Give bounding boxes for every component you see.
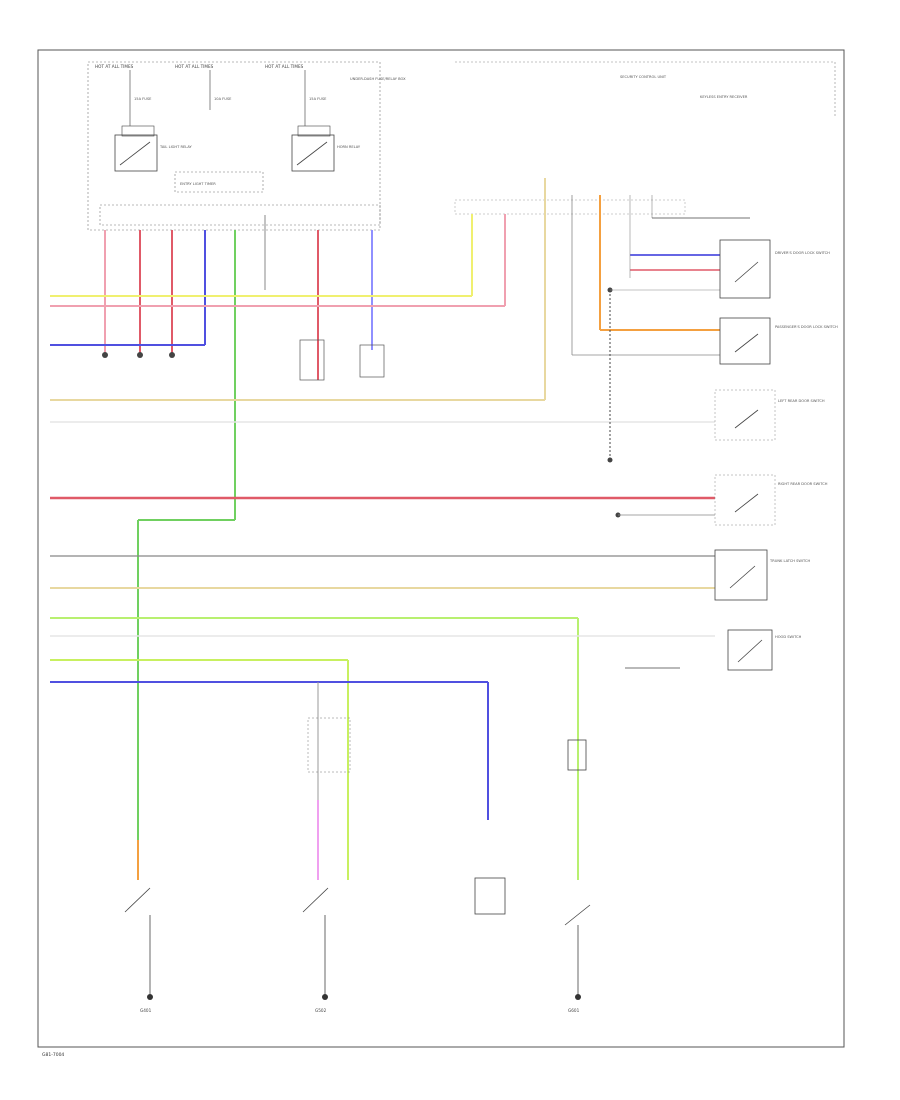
passenger-door-lock-switch (719, 317, 771, 365)
switch-bottom-3 (564, 904, 591, 926)
hood-switch (727, 629, 773, 671)
switch-contact-5 (729, 565, 756, 589)
switch-label-5: TRUNK LATCH SWITCH (769, 559, 810, 563)
fuse-box-label-2: HOT AT ALL TIMES (175, 64, 214, 69)
module-label-3: KEYLESS ENTRY RECEIVER (700, 95, 748, 99)
fuse-box-label-3: HOT AT ALL TIMES (265, 64, 304, 69)
switch-label-1: DRIVER'S DOOR LOCK SWITCH (775, 251, 830, 255)
switch-label-3: LEFT REAR DOOR SWITCH (778, 399, 825, 403)
splice-2 (137, 352, 143, 358)
trunk-latch-switch (714, 549, 768, 601)
ground-g502 (322, 994, 328, 1000)
switch-label-2: PASSENGER'S DOOR LOCK SWITCH (775, 325, 838, 329)
switch-contact-6 (737, 639, 763, 663)
relay-right (291, 125, 335, 172)
switch-bottom-2 (302, 887, 329, 913)
entry-light-timer (174, 171, 264, 193)
fuse-bottom (567, 739, 587, 771)
relay-label-2: HORN RELAY (337, 145, 361, 149)
fuse-box-label-1: HOT AT ALL TIMES (95, 64, 134, 69)
ground-dot-2 (607, 457, 613, 463)
relay-bottom (307, 717, 351, 773)
splice-1 (102, 352, 108, 358)
switch-bottom-1 (124, 887, 151, 913)
right-rear-door-switch (714, 474, 776, 526)
module-label-4: SECURITY CONTROL UNIT (620, 75, 667, 79)
relay-label-1: TAIL LIGHT RELAY (159, 145, 192, 149)
switch-label-6: HOOD SWITCH (775, 635, 802, 639)
diagram-frame (37, 49, 845, 1048)
control-unit-outline (99, 204, 381, 226)
trunk-light-component (359, 344, 385, 378)
fuse-label-3: 15A FUSE (309, 97, 327, 101)
relay-left (114, 125, 158, 172)
switch-contact-4 (734, 493, 759, 513)
driver-door-lock-switch (719, 239, 771, 299)
ground-label-2: G502 (315, 1008, 327, 1013)
fuse-label-1: 15A FUSE (134, 97, 152, 101)
ground-g601 (575, 994, 581, 1000)
figure-code: G81-7004 (42, 1052, 64, 1058)
splice-3 (169, 352, 175, 358)
module-label-1: UNDER-DASH FUSE/RELAY BOX (350, 77, 406, 81)
ground-label-1: G401 (140, 1008, 152, 1013)
horn-component (299, 339, 325, 381)
left-rear-door-switch (714, 389, 776, 441)
switch-contact-1 (734, 261, 759, 283)
connector-strip (454, 199, 686, 215)
fuse-label-2: 10A FUSE (214, 97, 232, 101)
switch-label-4: RIGHT REAR DOOR SWITCH (778, 482, 828, 486)
ground-g401 (147, 994, 153, 1000)
trunk-light-box (474, 877, 506, 915)
ground-label-3: G601 (568, 1008, 580, 1013)
module-label-2: ENTRY LIGHT TIMER (180, 182, 216, 186)
switch-contact-3 (734, 409, 759, 429)
switch-contact-2 (734, 333, 759, 353)
